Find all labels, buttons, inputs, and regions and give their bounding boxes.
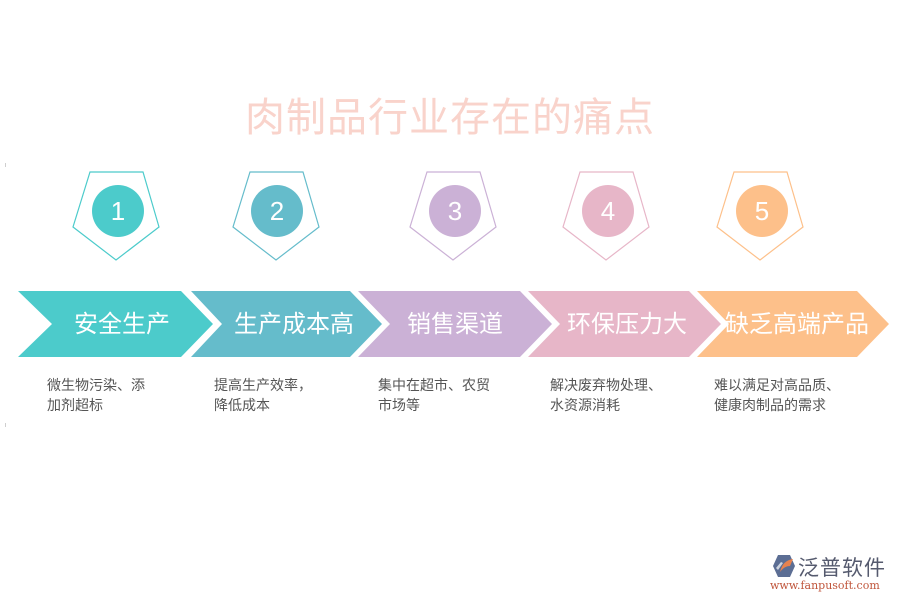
stage-label-4: 环保压力大 <box>567 310 687 338</box>
pentagon-frame-5 <box>716 171 804 261</box>
stage-label-5: 缺乏高端产品 <box>725 310 869 338</box>
description-line: 市场等 <box>378 398 420 414</box>
description-line: 难以满足对高品质、 <box>714 378 840 394</box>
number-circle-3 <box>429 185 481 237</box>
brand-logo: 泛普软件 www.fanpusoft.com <box>770 552 895 594</box>
pentagon-frame-2 <box>232 171 320 261</box>
edge-tick-bottom <box>5 423 6 427</box>
stage-description-4: 解决废弃物处理、 水资源消耗 <box>550 376 690 416</box>
stage-description-5: 难以满足对高品质、 健康肉制品的需求 <box>714 376 854 416</box>
description-line: 加剂超标 <box>47 398 103 414</box>
page-title: 肉制品行业存在的痛点 <box>245 95 655 141</box>
stage-description-2: 提高生产效率， 降低成本 <box>214 376 354 416</box>
description-line: 解决废弃物处理、 <box>550 378 662 394</box>
stage-number-2: 2 <box>269 196 285 226</box>
stage-number-5: 5 <box>754 196 770 226</box>
edge-tick-top <box>5 163 6 167</box>
stage-number-1: 1 <box>110 196 126 226</box>
pentagon-frame-1 <box>72 171 160 261</box>
description-line: 提高生产效率， <box>214 378 312 394</box>
logo-brand-name: 泛普软件 <box>798 556 886 580</box>
chevron-1 <box>18 291 213 357</box>
description-line: 降低成本 <box>214 398 270 414</box>
stage-label-3: 销售渠道 <box>407 310 503 338</box>
logo-hexagon-icon <box>773 555 795 577</box>
description-line: 集中在超市、农贸 <box>378 378 490 394</box>
number-circle-1 <box>92 185 144 237</box>
chevron-3 <box>358 291 552 357</box>
logo-url: www.fanpusoft.com <box>770 579 880 592</box>
chevron-5 <box>697 291 889 357</box>
chevron-4 <box>528 291 721 357</box>
description-line: 健康肉制品的需求 <box>714 398 826 414</box>
stage-label-1: 安全生产 <box>74 310 170 338</box>
stage-description-1: 微生物污染、添 加剂超标 <box>47 376 187 416</box>
number-circle-2 <box>251 185 303 237</box>
chevron-2 <box>191 291 382 357</box>
pentagon-frame-3 <box>409 171 497 261</box>
number-circle-4 <box>582 185 634 237</box>
stage-label-2: 生产成本高 <box>234 310 354 338</box>
pentagon-frame-4 <box>562 171 650 261</box>
stage-description-3: 集中在超市、农贸 市场等 <box>378 376 518 416</box>
stage-number-4: 4 <box>600 196 616 226</box>
description-line: 微生物污染、添 <box>47 378 145 394</box>
description-line: 水资源消耗 <box>550 398 620 414</box>
stage-number-3: 3 <box>447 196 463 226</box>
number-circle-5 <box>736 185 788 237</box>
